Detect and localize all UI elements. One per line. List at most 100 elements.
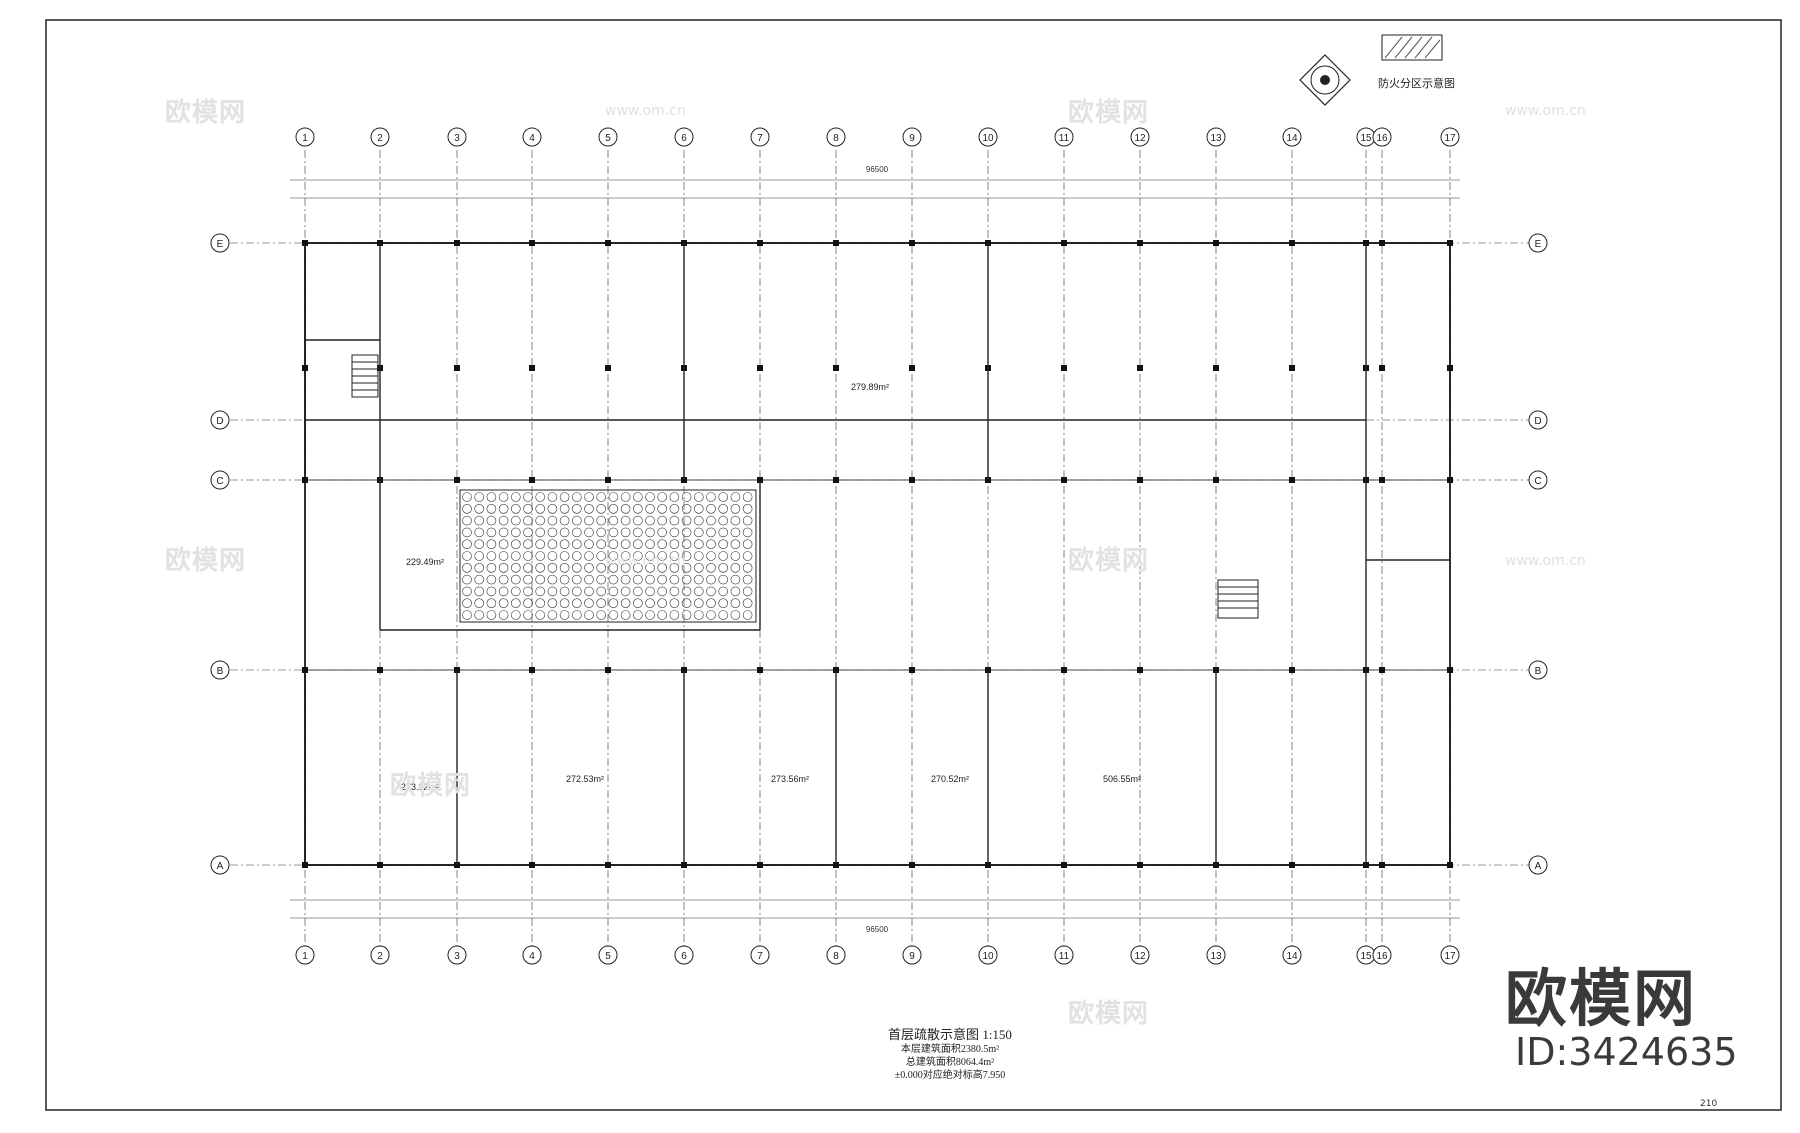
grid-bubble bbox=[826, 127, 846, 147]
hatch-cell bbox=[547, 515, 558, 526]
hatch-cell bbox=[462, 527, 472, 538]
grid-label: B bbox=[217, 666, 224, 677]
grid-bubble bbox=[1528, 660, 1548, 680]
hatch-cell bbox=[486, 527, 497, 538]
hatch-cell bbox=[510, 515, 521, 526]
column bbox=[1137, 477, 1143, 483]
grid-lines bbox=[230, 150, 1530, 950]
hatch-cell bbox=[462, 598, 472, 609]
hatch-cell bbox=[730, 492, 741, 502]
grid-bubble bbox=[522, 945, 542, 965]
hatch-cell bbox=[523, 574, 533, 585]
grid-label: 10 bbox=[982, 133, 994, 144]
hatch-cell bbox=[462, 562, 472, 573]
grid-label: 6 bbox=[681, 133, 687, 144]
hatch-cell bbox=[730, 539, 741, 550]
watermark-faint: 欧模网 bbox=[1068, 546, 1150, 576]
hatch-cell bbox=[523, 503, 533, 514]
hatch-cell bbox=[681, 574, 692, 585]
hatch-cell bbox=[571, 539, 582, 550]
grid-bubble bbox=[1130, 127, 1150, 147]
grid-label: 9 bbox=[909, 951, 915, 962]
hatch-cell bbox=[645, 551, 655, 561]
hatch-cell bbox=[474, 492, 485, 502]
hatch-cell bbox=[523, 598, 533, 609]
hatch-cell bbox=[681, 586, 692, 597]
grid-label: 2 bbox=[377, 951, 383, 962]
hatch-cell bbox=[547, 574, 558, 585]
hatch-cell bbox=[718, 598, 729, 609]
drawing-scale: 1:150 bbox=[982, 1027, 1012, 1042]
hatch-cell bbox=[547, 598, 558, 609]
sheet-frame bbox=[45, 19, 1782, 1111]
hatch-cell bbox=[681, 527, 692, 538]
hatch-cell bbox=[681, 610, 692, 620]
hatch-cell bbox=[559, 586, 570, 597]
hatch-cell bbox=[486, 574, 497, 585]
watermark-faint: 欧模网 bbox=[390, 771, 472, 801]
hatch-cell bbox=[718, 503, 729, 514]
column bbox=[1447, 862, 1453, 868]
hatch-cell bbox=[608, 551, 619, 561]
hatch-cell bbox=[681, 492, 692, 502]
hatch-cell bbox=[742, 574, 753, 585]
hatch-cell bbox=[706, 539, 716, 550]
hatch-cell bbox=[718, 515, 729, 526]
hatch-cell bbox=[693, 586, 704, 597]
grid-bubble bbox=[295, 945, 315, 965]
column bbox=[1213, 477, 1219, 483]
grid-label: 1 bbox=[302, 951, 308, 962]
column bbox=[1137, 862, 1143, 868]
grid-label: 13 bbox=[1210, 133, 1222, 144]
hatch-cell bbox=[620, 515, 631, 526]
hatch-cell bbox=[571, 503, 582, 514]
hatch-cell bbox=[608, 598, 619, 609]
column bbox=[529, 667, 535, 673]
hatch-cell bbox=[559, 527, 570, 538]
hatch-cell bbox=[693, 527, 704, 538]
grid-label: D bbox=[1534, 416, 1541, 427]
hatch-cell bbox=[547, 586, 558, 597]
hatch-cell bbox=[584, 610, 594, 620]
hatch-cell bbox=[632, 586, 643, 597]
room-area-label: 506.55m² bbox=[1103, 774, 1141, 784]
hatch-cell bbox=[657, 539, 668, 550]
hatch-cell bbox=[596, 610, 607, 620]
grid-label: 4 bbox=[529, 951, 535, 962]
grid-bubble bbox=[1282, 945, 1302, 965]
hatch-cell bbox=[718, 586, 729, 597]
column bbox=[454, 365, 460, 371]
hatch-cell bbox=[730, 527, 741, 538]
column bbox=[1289, 667, 1295, 673]
hatch-cell bbox=[657, 527, 668, 538]
room-area-label: 270.52m² bbox=[931, 774, 969, 784]
hatch-cell bbox=[669, 562, 680, 573]
hatch-cell bbox=[523, 515, 533, 526]
column bbox=[909, 667, 915, 673]
hatch-cell bbox=[620, 610, 631, 620]
hatch-cell bbox=[706, 527, 716, 538]
hatch-cell bbox=[620, 492, 631, 502]
hatch-cell bbox=[742, 492, 753, 502]
hatch-cell bbox=[462, 574, 472, 585]
grid-label: 16 bbox=[1376, 951, 1388, 962]
hatch-cell bbox=[645, 598, 655, 609]
hatch-cell bbox=[632, 562, 643, 573]
hatch-cell bbox=[523, 562, 533, 573]
hatch-cell bbox=[608, 562, 619, 573]
column bbox=[1379, 240, 1385, 246]
hatch-cell bbox=[462, 515, 472, 526]
hatch-cell bbox=[498, 574, 509, 585]
grid-bubble bbox=[210, 410, 230, 430]
grid-bubble bbox=[978, 127, 998, 147]
hatch-cell bbox=[645, 527, 655, 538]
hatch-cell bbox=[547, 539, 558, 550]
hatch-cell bbox=[706, 551, 716, 561]
grid-label: 12 bbox=[1134, 133, 1146, 144]
hatch-cell bbox=[571, 527, 582, 538]
hatch-cell bbox=[474, 598, 485, 609]
grid-label: 14 bbox=[1286, 951, 1298, 962]
